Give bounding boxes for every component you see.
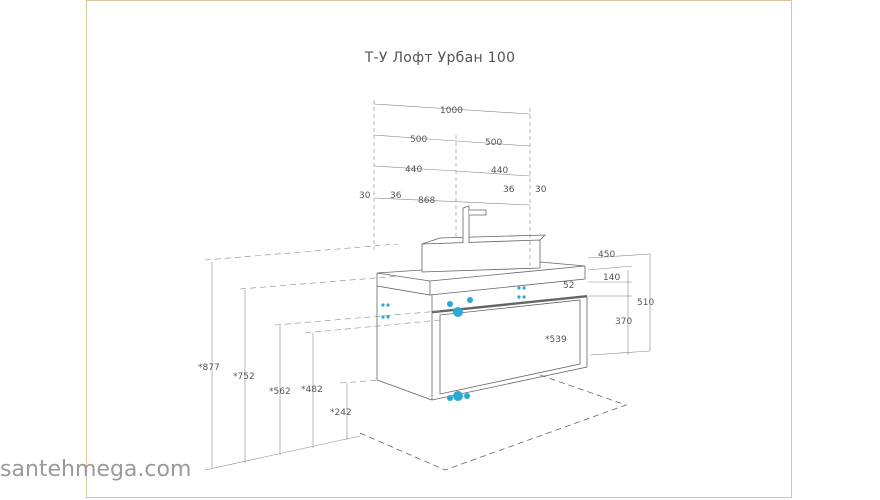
dim-right-verticals <box>627 254 651 355</box>
dim-label-510: 510 <box>637 298 654 308</box>
mount-point-icon <box>386 315 390 319</box>
dim-label-500-right: 500 <box>485 138 502 148</box>
dim-label-482: *482 <box>301 385 323 395</box>
watermark-text: santehmega.com <box>0 457 192 482</box>
faucet <box>462 205 470 243</box>
dim-label-877: *877 <box>198 363 220 373</box>
floor-drain-icon <box>453 391 463 401</box>
mount-point-icon <box>522 295 526 299</box>
mount-point-icon <box>381 315 385 319</box>
basin-rim <box>421 234 546 245</box>
mount-point-icon <box>386 303 390 307</box>
mount-point-icon <box>517 295 521 299</box>
dim-label-450: 450 <box>598 250 615 260</box>
dim-label-562: *562 <box>269 387 291 397</box>
cabinet-left-side <box>376 286 433 401</box>
dim-guides <box>373 100 531 270</box>
dim-label-440-left: 440 <box>405 165 422 175</box>
water-inlet-left-icon <box>447 301 453 307</box>
dim-label-440-right: 440 <box>491 166 508 176</box>
dim-label-36-left: 36 <box>390 191 402 201</box>
dim-label-752: *752 <box>233 372 255 382</box>
dim-label-1000: 1000 <box>440 106 463 116</box>
dim-right-guides <box>587 253 651 356</box>
mount-point-icon <box>381 303 385 307</box>
floor-inlet-right-icon <box>464 393 470 399</box>
floor-inlet-left-icon <box>447 395 453 401</box>
basin <box>421 239 541 273</box>
dim-line-868 <box>373 197 531 206</box>
dim-label-140: 140 <box>603 273 620 283</box>
dim-label-36-right: 36 <box>503 185 515 195</box>
height-guides <box>204 243 441 384</box>
drawing-title: Т-У Лофт Урбан 100 <box>364 50 516 66</box>
cabinet-open-shelf <box>439 299 581 395</box>
faucet-spout <box>469 209 487 216</box>
dim-label-539: *539 <box>545 335 567 345</box>
drain-point-icon <box>453 307 463 317</box>
floor-outline <box>359 374 628 471</box>
dim-label-370: 370 <box>615 317 632 327</box>
dim-label-30-right: 30 <box>535 185 547 195</box>
dim-label-868: 868 <box>418 196 435 206</box>
drawing-frame <box>86 0 792 498</box>
dim-label-500-left: 500 <box>410 135 427 145</box>
dim-line-500 <box>373 134 531 147</box>
mount-point-icon <box>522 286 526 290</box>
dim-label-52: 52 <box>563 281 574 291</box>
dim-label-242: *242 <box>330 408 352 418</box>
countertop-front <box>429 266 586 296</box>
height-dim-lines <box>204 262 361 471</box>
countertop-front-left <box>376 273 431 296</box>
mount-point-icon <box>517 286 521 290</box>
water-inlet-right-icon <box>467 297 473 303</box>
dim-label-30-left: 30 <box>359 191 371 201</box>
dim-line-1000 <box>373 103 531 115</box>
